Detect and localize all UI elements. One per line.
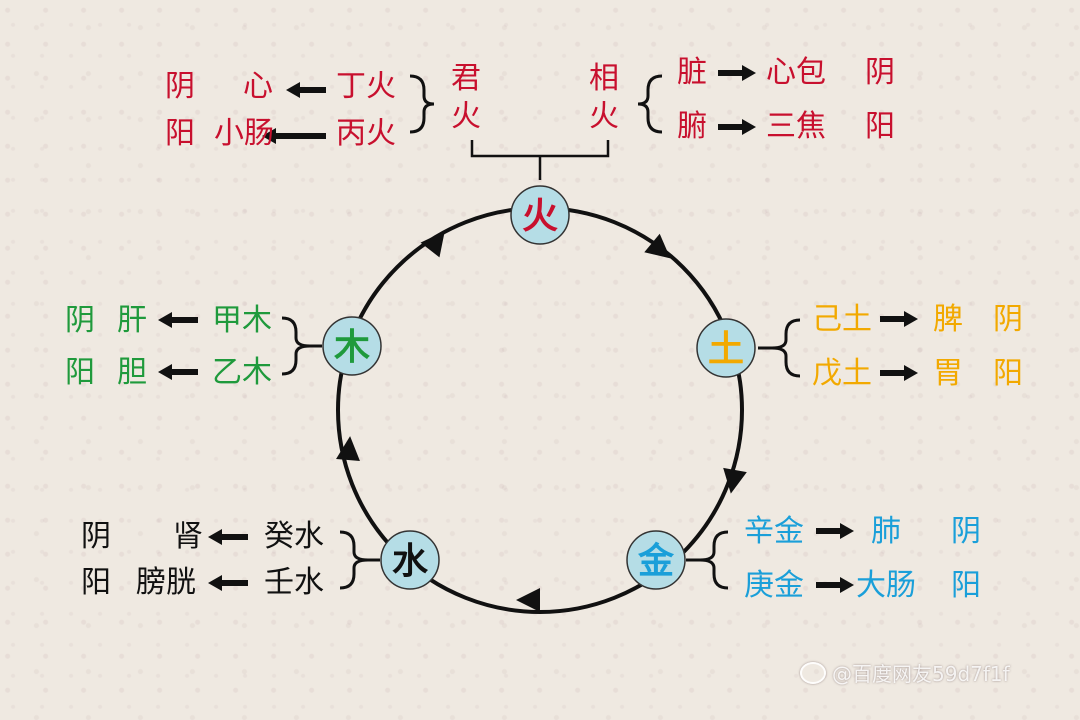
cycle-arrow-metal-water bbox=[516, 588, 540, 612]
fire-jun-char-2: 火 bbox=[451, 99, 481, 134]
fire-right-polarity-1: 阴 bbox=[865, 55, 895, 90]
water-polarity-1: 阴 bbox=[81, 519, 111, 554]
earth-stem-2: 戊土 bbox=[812, 356, 872, 391]
arrow-right-icon bbox=[816, 577, 854, 593]
water-stem-1: 癸水 bbox=[264, 519, 324, 554]
wood-polarity-2: 阳 bbox=[65, 355, 95, 390]
brace-wood bbox=[281, 316, 311, 376]
metal-stem-1: 辛金 bbox=[744, 514, 804, 549]
arrow-right-icon bbox=[880, 365, 918, 381]
earth-group: 己土 脾 阴 戊土 胃 阳 bbox=[812, 302, 1023, 391]
arrow-right-icon bbox=[880, 311, 918, 327]
fire-left-organ-1: 心 bbox=[243, 69, 273, 104]
fire-right-organ-2: 三焦 bbox=[766, 109, 826, 144]
wood-group: 阴 肝 甲木 阳 胆 乙木 bbox=[65, 303, 272, 390]
metal-stem-2: 庚金 bbox=[744, 568, 804, 603]
fire-left-polarity-2: 阳 bbox=[165, 116, 195, 151]
arrow-right-icon bbox=[816, 523, 854, 539]
fire-group: 君 火 相 火 阴 心 丁火 阳 小肠 丙火 脏 心包 阴 腑 三焦 阳 bbox=[165, 55, 895, 151]
fire-right-organ-1: 心包 bbox=[766, 55, 826, 90]
earth-polarity-2: 阳 bbox=[993, 356, 1023, 391]
wood-organ-1: 肝 bbox=[117, 303, 147, 338]
element-metal-label: 金 bbox=[637, 540, 675, 582]
fire-xiang-char-2: 火 bbox=[589, 99, 619, 134]
arrow-left-icon bbox=[158, 364, 198, 380]
brace-fire-left bbox=[409, 74, 435, 134]
element-fire-label: 火 bbox=[522, 195, 558, 237]
cycle-arrow-water-wood bbox=[336, 436, 360, 462]
watermark-text: @百度网友59d7f1f bbox=[832, 662, 1010, 686]
arrow-left-icon bbox=[208, 575, 248, 591]
metal-organ-2: 大肠 bbox=[856, 568, 916, 603]
metal-group: 辛金 肺 阴 庚金 大肠 阳 bbox=[744, 514, 981, 603]
fire-top-bracket bbox=[470, 140, 610, 180]
wood-stem-2: 乙木 bbox=[212, 355, 272, 390]
watermark: @百度网友59d7f1f bbox=[800, 658, 1010, 687]
fire-xiang-char-1: 相 bbox=[589, 61, 619, 96]
water-group: 阴 肾 癸水 阳 膀胱 壬水 bbox=[81, 519, 324, 600]
brace-fire-right bbox=[637, 74, 663, 134]
element-water-label: 水 bbox=[392, 540, 429, 582]
fire-right-kind-2: 腑 bbox=[677, 109, 707, 144]
arrow-left-icon bbox=[262, 128, 326, 144]
water-stem-2: 壬水 bbox=[264, 565, 324, 600]
fire-left-polarity-1: 阴 bbox=[165, 69, 195, 104]
fire-jun-char-1: 君 bbox=[451, 61, 481, 96]
brace-metal bbox=[699, 530, 729, 590]
cycle-arrow-earth-metal bbox=[723, 467, 747, 494]
water-polarity-2: 阳 bbox=[81, 565, 111, 600]
fire-left-stem-1: 丁火 bbox=[336, 69, 396, 104]
wood-organ-2: 胆 bbox=[117, 355, 147, 390]
node-water: 水 bbox=[380, 530, 440, 590]
earth-polarity-1: 阴 bbox=[993, 302, 1023, 337]
element-earth-label: 土 bbox=[708, 328, 744, 370]
water-organ-2: 膀胱 bbox=[136, 565, 196, 600]
fire-left-stem-2: 丙火 bbox=[336, 116, 396, 151]
node-earth: 土 bbox=[696, 318, 756, 378]
metal-polarity-2: 阳 bbox=[951, 568, 981, 603]
cycle-arrow-wood-fire bbox=[420, 231, 445, 258]
fire-left-organ-2: 小肠 bbox=[214, 116, 274, 151]
earth-stem-1: 己土 bbox=[812, 302, 872, 337]
arrow-left-icon bbox=[158, 312, 198, 328]
braces bbox=[281, 74, 801, 590]
arrow-right-icon bbox=[718, 65, 756, 81]
fire-right-polarity-2: 阳 bbox=[865, 109, 895, 144]
row-arrows bbox=[158, 65, 918, 593]
arrow-left-icon bbox=[208, 529, 248, 545]
water-organ-1: 肾 bbox=[173, 519, 203, 554]
earth-organ-1: 脾 bbox=[933, 302, 963, 337]
wood-stem-1: 甲木 bbox=[212, 303, 272, 338]
metal-organ-1: 肺 bbox=[871, 514, 901, 549]
arrow-right-icon bbox=[718, 119, 756, 135]
node-metal: 金 bbox=[626, 530, 686, 590]
brace-earth bbox=[771, 318, 801, 378]
brace-water bbox=[339, 530, 369, 590]
element-wood-label: 木 bbox=[334, 326, 370, 368]
cycle-arrow-fire-earth bbox=[644, 233, 671, 259]
arrow-left-icon bbox=[286, 82, 326, 98]
wood-polarity-1: 阴 bbox=[65, 303, 95, 338]
earth-organ-2: 胃 bbox=[933, 356, 963, 391]
cycle-arrows bbox=[336, 231, 747, 612]
metal-polarity-1: 阴 bbox=[951, 514, 981, 549]
wechat-icon bbox=[800, 661, 826, 684]
fire-right-kind-1: 脏 bbox=[677, 55, 707, 90]
node-fire: 火 bbox=[510, 185, 570, 245]
node-wood: 木 bbox=[322, 316, 382, 376]
